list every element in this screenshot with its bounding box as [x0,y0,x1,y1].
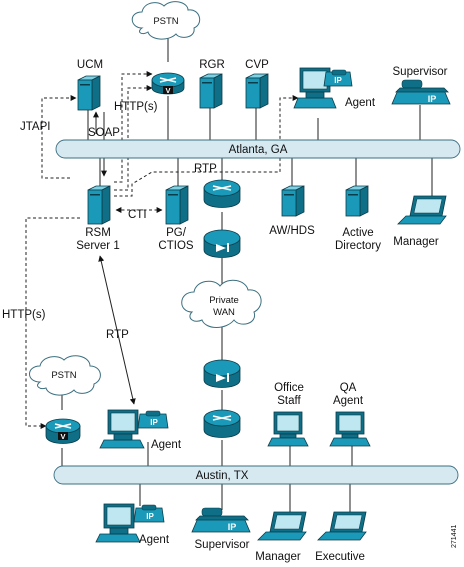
voice-gateway-router-icon: V [151,72,185,95]
austin-manager-label: Manager [255,551,301,563]
pstn-top-cloud-icon: PSTN [131,1,201,40]
private-wan-label-line2: WAN [213,307,235,318]
atlanta-manager-label: Manager [393,236,439,248]
svg-text:IP: IP [150,418,158,427]
svg-text:IP: IP [228,522,237,532]
qa-agent-label-line2: Agent [333,395,364,407]
svg-text:IP: IP [428,94,437,104]
aw-hds-server-icon [281,185,305,217]
executive-label: Executive [315,551,365,563]
http-top-arrow-b [114,71,153,183]
austin-lower-agent-label: Agent [139,534,170,546]
atlanta-bus: Atlanta, GA [55,139,461,159]
austin-manager-laptop-icon [257,511,307,541]
pg-label-line2: CTIOS [158,240,193,252]
pstn-bottom-cloud-icon: PSTN [29,355,101,396]
http-top-label: HTTP(s) [114,101,158,113]
austin-links [61,385,353,512]
atlanta-bus-label: Atlanta, GA [229,144,288,156]
cvp-server-icon [245,73,269,109]
private-wan-label-line1: Private [209,295,239,306]
jtapi-label: JTAPI [20,121,50,133]
voice-badge-atlanta: V [165,86,170,95]
atlanta-links [87,38,433,412]
austin-agent-workstation-icon: IP [99,409,169,449]
pg-label-line1: PG/ [166,227,187,239]
rgr-server-icon [199,73,223,109]
austin-supervisor-ip-phone-icon: IP [191,507,251,533]
jtapi-arrow [41,95,77,179]
rsm-server-icon [87,185,111,225]
austin-bus-label: Austin, TX [196,470,249,482]
austin-firewall-icon [203,359,241,388]
executive-laptop-icon [317,511,367,541]
ucm-label: UCM [77,59,103,71]
ad-label-line1: Active [342,227,373,239]
atlanta-manager-laptop-icon [397,195,447,225]
cvp-label: CVP [245,59,269,71]
pstn-bottom-label: PSTN [51,370,76,381]
atlanta-router-icon [203,179,241,208]
supervisor-ip-phone-icon: IP [391,79,451,105]
office-staff-label-line2: Staff [277,395,301,407]
rtp-mid-arrow [98,255,136,405]
office-staff-label-line1: Office [274,382,304,394]
pg-ctios-server-icon [165,185,189,225]
http-top-arrow-a [114,85,153,191]
atlanta-supervisor-label: Supervisor [393,66,448,78]
cti-label: CTI [128,209,147,221]
qa-agent-label-line1: QA [340,382,357,394]
office-staff-workstation-icon [267,411,309,447]
rtp-top-arrow [114,95,299,197]
figure-id: 271441 [451,525,458,548]
rtp-mid-label: RTP [106,329,129,341]
private-wan-cloud-icon: Private WAN [181,279,262,328]
austin-bus: Austin, TX [53,465,459,485]
atlanta-agent-workstation-icon: IP [293,67,353,109]
http-left-arrow [25,217,80,429]
aw-hds-label: AW/HDS [269,225,315,237]
austin-voice-gateway-router-icon: V [45,418,81,444]
ucm-server-icon [77,75,101,111]
rtp-top-label: RTP [194,163,217,175]
austin-router-icon [203,409,241,438]
austin-lower-agent-workstation-icon: IP [95,503,165,543]
svg-text:IP: IP [334,76,342,85]
austin-agent-upper-label: Agent [151,439,182,451]
ad-label-line2: Directory [335,240,381,252]
pstn-top-label: PSTN [153,16,178,27]
soap-label: SOAP [88,127,120,139]
active-directory-server-icon [345,185,369,217]
rsm-label-line1: RSM [85,227,111,239]
http-left-label: HTTP(s) [2,309,46,321]
rsm-label-line2: Server 1 [76,240,119,252]
atlanta-firewall-icon [203,229,241,258]
voice-badge-austin: V [60,432,65,441]
signal-arrows [25,71,299,429]
rgr-label: RGR [199,59,225,71]
austin-supervisor-label: Supervisor [195,539,250,551]
svg-text:IP: IP [146,512,154,521]
qa-agent-workstation-icon [329,411,371,447]
atlanta-agent-label: Agent [345,97,376,109]
